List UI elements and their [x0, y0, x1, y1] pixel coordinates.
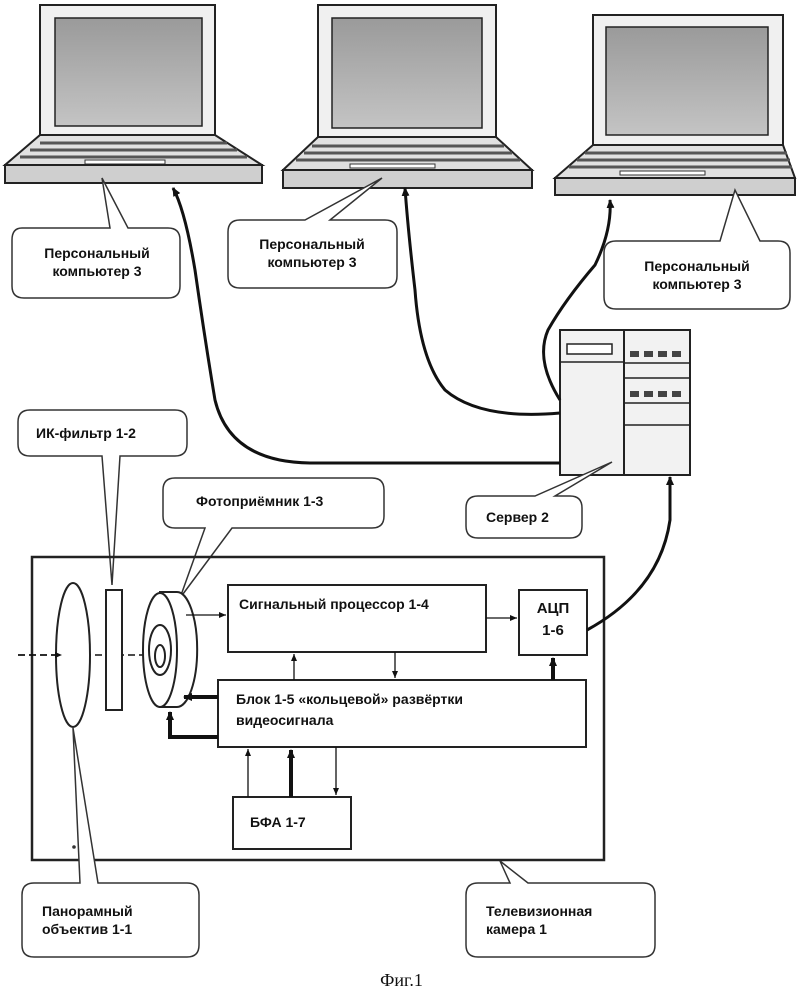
- label-pc-middle: Персональный компьютер 3: [228, 235, 396, 271]
- label-adc-line1: АЦП: [519, 600, 587, 617]
- label-pc-right: Персональный компьютер 3: [604, 257, 790, 293]
- laptop-left-icon: [5, 5, 262, 183]
- label-pc-left: Персональный компьютер 3: [14, 244, 180, 280]
- laptop-right-icon: [555, 15, 795, 195]
- callout-pc-middle: [228, 178, 397, 288]
- label-ir-filter: ИК-фильтр 1-2: [36, 424, 136, 442]
- label-scan-block-line1: Блок 1-5 «кольцевой» развёртки: [236, 691, 463, 707]
- label-bfa: БФА 1-7: [250, 814, 306, 830]
- panoramic-lens-icon: [56, 583, 90, 727]
- adc-to-server-link: [587, 477, 670, 630]
- label-tv-camera: Телевизионная камера 1: [486, 902, 592, 938]
- label-signal-processor: Сигнальный процессор 1-4: [239, 596, 429, 612]
- figure-caption: Фиг.1: [0, 970, 803, 991]
- label-scan-block-line2: видеосигнала: [236, 712, 333, 728]
- label-photodetector: Фотоприёмник 1-3: [196, 492, 323, 510]
- label-panoramic-lens: Панорамный объектив 1-1: [42, 902, 133, 938]
- callout-pc-left: [12, 178, 180, 298]
- callout-server: [466, 462, 612, 538]
- label-server: Сервер 2: [486, 508, 549, 526]
- ir-filter-plate: [106, 590, 122, 710]
- laptop-middle-icon: [283, 5, 532, 188]
- label-adc-line2: 1-6: [519, 622, 587, 639]
- server-icon: [560, 330, 690, 475]
- photodetector-icon: [143, 592, 197, 707]
